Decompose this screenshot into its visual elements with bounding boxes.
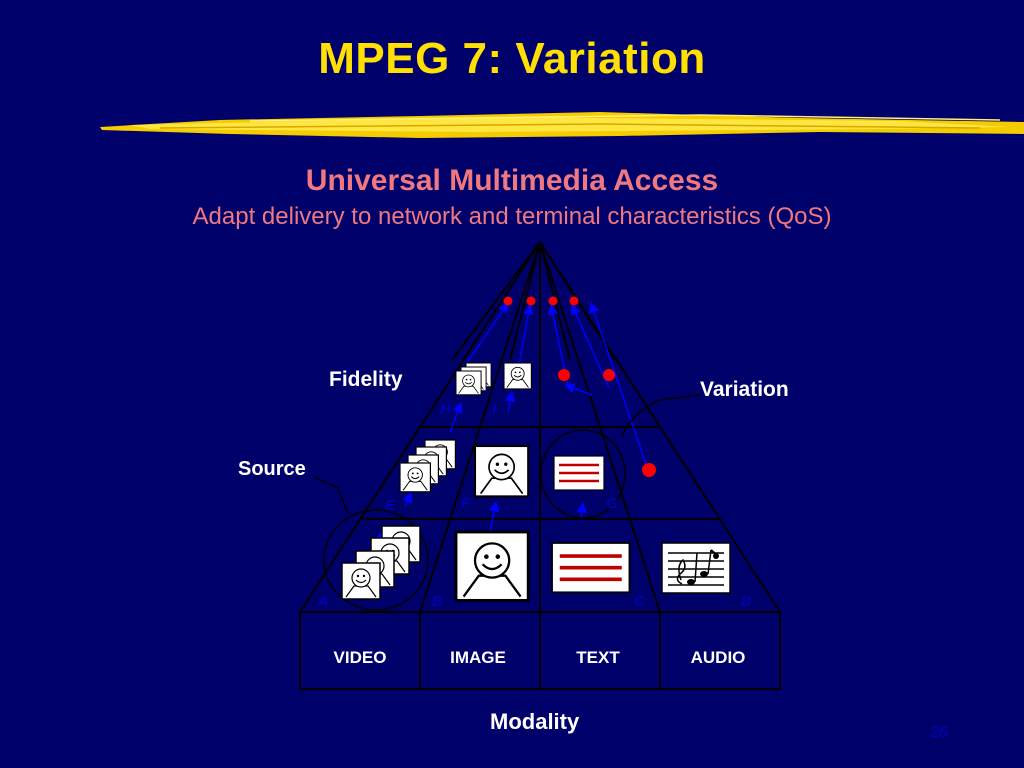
image-icon <box>454 530 530 602</box>
cell-letter-c: C <box>634 593 646 610</box>
text-document-icon <box>552 454 606 492</box>
cell-letter-a: A <box>317 593 329 610</box>
source-label: Source <box>238 458 306 480</box>
cell-letter-f: F <box>461 495 471 512</box>
cell-letter-i: I <box>492 401 497 418</box>
page-number: 26 <box>930 724 948 741</box>
image-icon <box>473 444 530 498</box>
cell-letter-d: D <box>741 593 752 610</box>
modality-image: IMAGE <box>450 648 506 667</box>
slide-subline: Adapt delivery to network and terminal c… <box>192 203 832 230</box>
variation-dots <box>503 296 656 477</box>
source-circle <box>323 509 429 611</box>
modality-video: VIDEO <box>334 648 387 667</box>
music-score-icon <box>661 542 731 594</box>
modality-axis-label: Modality <box>490 709 580 734</box>
cell-letter-h: H <box>440 401 452 418</box>
video-frame-icon <box>455 362 492 396</box>
image-icon <box>503 362 532 390</box>
modality-text: TEXT <box>576 648 620 667</box>
slide-title: MPEG 7: Variation <box>318 34 706 83</box>
fidelity-label: Fidelity <box>329 368 403 391</box>
video-frame-icon <box>399 439 456 493</box>
variation-callout <box>621 394 701 437</box>
cell-letter-b: B <box>432 593 443 610</box>
video-frame-icon <box>341 525 421 600</box>
modality-audio: AUDIO <box>691 648 746 667</box>
cell-letter-e: E <box>385 497 396 514</box>
variation-circle <box>540 429 626 519</box>
source-callout <box>313 476 349 515</box>
title-underline-brush <box>100 112 1024 138</box>
text-document-icon <box>550 541 632 595</box>
pyramid-lines <box>299 241 781 690</box>
fidelity-arrows <box>375 302 649 561</box>
slide-subtitle: Universal Multimedia Access <box>305 164 719 197</box>
variation-label: Variation <box>700 378 789 401</box>
cell-letter-g: G <box>606 495 618 512</box>
